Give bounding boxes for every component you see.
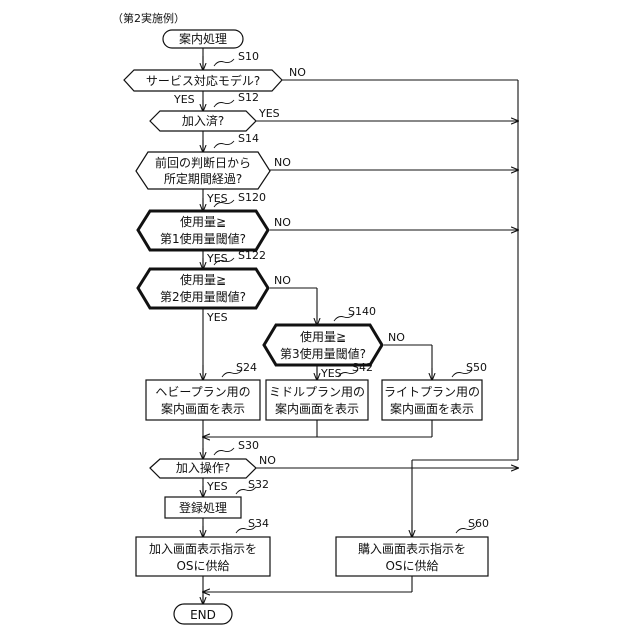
s12-line-1: 加入済? [182,113,224,128]
process-s42: ミドルプラン用の 案内画面を表示 [266,380,368,420]
decision-s122: 使用量≧ 第2使用量閾値? [138,269,268,308]
s24-line-1: ヘビープラン用の [155,385,250,399]
s14-line-2: 所定期間経過? [164,171,242,186]
tag-s30: S30 [238,439,259,452]
s24-line-2: 案内画面を表示 [161,401,245,416]
end-label: END [190,608,216,622]
s30-yes-label: YES [206,480,228,493]
s12-yes-label: YES [258,107,280,120]
s32-line-1: 登録処理 [179,500,227,515]
s34-line-1: 加入画面表示指示を [149,541,257,556]
s30-no-label: NO [259,454,276,467]
end-terminal: END [174,604,232,624]
tag-s50: S50 [466,361,487,374]
s30-line-1: 加入操作? [176,460,230,475]
decision-s10: サービス対応モデル? [124,70,282,91]
s60-line-1: 購入画面表示指示を [358,541,466,556]
s50-line-2: 案内画面を表示 [390,401,474,416]
tag-s122: S122 [238,249,266,262]
s14-no-label: NO [274,156,291,169]
tag-s42: S42 [352,361,373,374]
decision-s120: 使用量≧ 第1使用量閾値? [138,211,268,250]
s122-line-1: 使用量≧ [180,272,226,287]
tag-s34: S34 [248,517,269,530]
process-s24: ヘビープラン用の 案内画面を表示 [146,380,260,420]
figure-caption: （第2実施例） [112,11,185,25]
s10-no-label: NO [289,66,306,79]
tag-s140: S140 [348,305,376,318]
s140-yes-label: YES [320,367,342,380]
s120-line-1: 使用量≧ [180,214,226,229]
process-s34: 加入画面表示指示を OSに供給 [136,537,270,576]
tag-s60: S60 [468,517,489,530]
tag-s12: S12 [238,91,259,104]
s50-line-1: ライトプラン用の [384,385,480,399]
s10-yes-label: YES [173,93,195,106]
s120-line-2: 第1使用量閾値? [160,231,246,246]
decision-s30: 加入操作? [150,459,256,478]
process-s32: 登録処理 [165,497,241,518]
s42-line-2: 案内画面を表示 [275,401,359,416]
process-s50: ライトプラン用の 案内画面を表示 [382,380,482,420]
decision-s14: 前回の判断日から 所定期間経過? [136,152,270,189]
start-terminal: 案内処理 [163,30,243,48]
tag-s32: S32 [248,478,269,491]
process-s60: 購入画面表示指示を OSに供給 [336,537,488,576]
s140-no-label: NO [388,331,405,344]
s122-no-label: NO [274,274,291,287]
s34-line-2: OSに供給 [176,559,229,573]
decision-s140: 使用量≧ 第3使用量閾値? [264,325,382,365]
tag-s24: S24 [236,361,257,374]
start-label: 案内処理 [179,31,227,46]
s14-yes-label: YES [206,192,228,205]
s60-line-2: OSに供給 [385,559,438,573]
tag-s14: S14 [238,132,259,145]
s120-no-label: NO [274,216,291,229]
s120-yes-label: YES [206,252,228,265]
s122-line-2: 第2使用量閾値? [160,289,246,304]
s140-line-1: 使用量≧ [300,329,346,344]
tag-s120: S120 [238,191,266,204]
s122-yes-label: YES [206,311,228,324]
s14-line-1: 前回の判断日から [155,155,251,170]
s140-line-2: 第3使用量閾値? [280,346,366,361]
decision-s12: 加入済? [150,111,256,131]
tag-s10: S10 [238,50,259,63]
s42-line-1: ミドルプラン用の [269,385,365,399]
s10-line-1: サービス対応モデル? [146,73,260,88]
